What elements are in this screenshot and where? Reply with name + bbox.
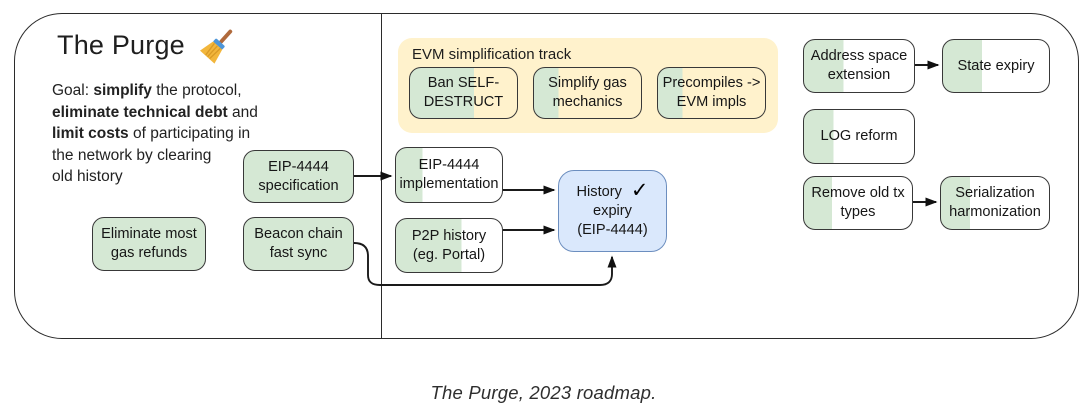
goal-text: Goal: simplify the protocol, eliminate t… bbox=[52, 80, 322, 188]
node-p2p-history-portal: P2P history (eg. Portal) bbox=[395, 218, 503, 273]
node-simplify-gas-mechanics: Simplify gas mechanics bbox=[533, 67, 642, 119]
node-label: Precompiles -> EVM impls bbox=[662, 75, 761, 110]
broom-icon bbox=[199, 29, 233, 64]
node-label: Address space extension bbox=[810, 48, 908, 83]
node-label: P2P history (eg. Portal) bbox=[411, 227, 487, 263]
node-label: History bbox=[576, 183, 622, 200]
node-label: (EIP-4444) bbox=[577, 221, 648, 238]
node-history-expiry-eip-4444: History ✓ expiry (EIP-4444) bbox=[558, 170, 667, 252]
node-label: LOG reform bbox=[820, 128, 898, 144]
node-eliminate-most-gas-refunds: Eliminate most gas refunds bbox=[92, 217, 206, 271]
goal-seg: and bbox=[232, 103, 258, 121]
node-state-expiry: State expiry bbox=[942, 39, 1050, 93]
node-label: Remove old tx types bbox=[811, 185, 905, 220]
node-label: EIP-4444 specification bbox=[258, 158, 339, 194]
goal-seg: the protocol, bbox=[156, 82, 242, 99]
node-eip-4444-specification: EIP-4444 specification bbox=[243, 150, 354, 203]
page-title: The Purge bbox=[57, 26, 237, 64]
node-log-reform: LOG reform bbox=[803, 109, 915, 164]
node-ban-self-destruct: Ban SELF-DESTRUCT bbox=[409, 67, 518, 119]
node-precompiles-to-evm-impls: Precompiles -> EVM impls bbox=[657, 67, 766, 119]
node-label: Beacon chain fast sync bbox=[254, 226, 343, 261]
figure-caption: The Purge, 2023 roadmap. bbox=[430, 382, 657, 403]
goal-seg: Goal: bbox=[52, 82, 94, 99]
node-eip-4444-implementation: EIP-4444 implementation bbox=[395, 147, 503, 203]
section-divider-line bbox=[381, 13, 382, 338]
node-remove-old-tx-types: Remove old tx types bbox=[803, 176, 913, 230]
node-label: Ban SELF-DESTRUCT bbox=[423, 75, 504, 110]
node-address-space-extension: Address space extension bbox=[803, 39, 915, 93]
node-serialization-harmonization: Serialization harmonization bbox=[940, 176, 1050, 230]
node-label: Serialization harmonization bbox=[949, 185, 1041, 220]
goal-bold: limit costs bbox=[52, 125, 129, 142]
node-beacon-chain-fast-sync: Beacon chain fast sync bbox=[243, 217, 354, 271]
check-icon: ✓ bbox=[630, 178, 649, 202]
node-label: Simplify gas mechanics bbox=[548, 75, 627, 110]
goal-bold: eliminate technical debt bbox=[52, 103, 228, 121]
node-label: expiry bbox=[593, 202, 632, 219]
evm-track-label: EVM simplification track bbox=[412, 46, 572, 63]
node-label: Eliminate most gas refunds bbox=[101, 226, 197, 261]
node-label: State expiry bbox=[957, 57, 1035, 74]
goal-seg: of participating in the network by clear… bbox=[52, 125, 251, 185]
node-label: EIP-4444 implementation bbox=[399, 157, 499, 192]
title-text: The Purge bbox=[57, 29, 185, 60]
goal-bold: simplify bbox=[93, 82, 152, 99]
history-expiry-line1: History ✓ bbox=[576, 178, 649, 202]
